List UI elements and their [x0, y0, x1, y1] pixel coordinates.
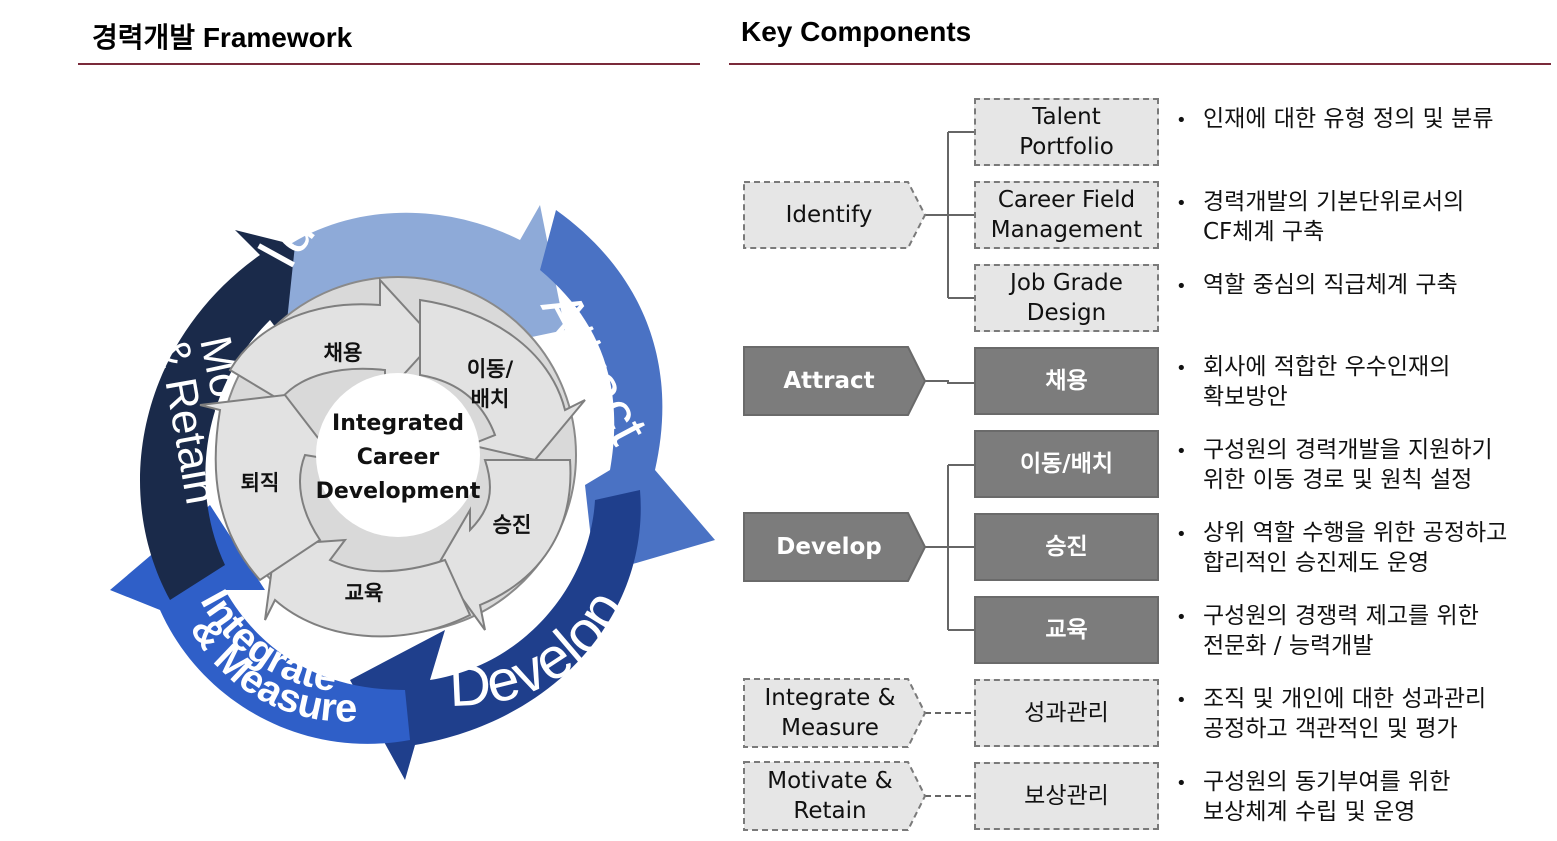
desc-talent-portfolio: 인재에 대한 유형 정의 및 분류	[1203, 104, 1493, 134]
component-promotion: 승진	[974, 513, 1159, 581]
bullet-dot: •	[1176, 276, 1187, 297]
component-job-grade: Job Grade Design	[974, 264, 1159, 332]
desc-promotion: 상위 역할 수행을 위한 공정하고 합리적인 승진제도 운영	[1203, 518, 1507, 578]
component-hiring: 채용	[974, 347, 1159, 415]
desc-career-field: 경력개발의 기본단위로서의 CF체계 구축	[1203, 187, 1464, 247]
bullet-dot: •	[1176, 773, 1187, 794]
component-career-field: Career Field Management	[974, 181, 1159, 249]
bullet-dot: •	[1176, 607, 1187, 628]
desc-hiring: 회사에 적합한 우수인재의 확보방안	[1203, 352, 1450, 412]
bullet-dot: •	[1176, 524, 1187, 545]
component-compensation: 보상관리	[974, 762, 1159, 830]
desc-compensation: 구성원의 동기부여를 위한 보상체계 수립 및 운영	[1203, 767, 1450, 827]
component-transfer: 이동/배치	[974, 430, 1159, 498]
bullet-dot: •	[1176, 441, 1187, 462]
desc-job-grade: 역할 중심의 직급체계 구축	[1203, 270, 1458, 300]
stage-motivate: Motivate & Retain	[744, 762, 916, 830]
bullet-dot: •	[1176, 193, 1187, 214]
stage-integrate: Integrate & Measure	[744, 679, 916, 747]
bullet-dot: •	[1176, 690, 1187, 711]
component-education: 교육	[974, 596, 1159, 664]
component-performance: 성과관리	[974, 679, 1159, 747]
stage-identify: Identify	[744, 182, 914, 248]
stage-attract: Attract	[744, 347, 914, 415]
bullet-dot: •	[1176, 358, 1187, 379]
desc-performance: 조직 및 개인에 대한 성과관리 공정하고 객관적인 및 평가	[1203, 684, 1486, 744]
desc-education: 구성원의 경쟁력 제고를 위한 전문화 / 능력개발	[1203, 601, 1479, 661]
stage-develop: Develop	[744, 513, 914, 581]
component-talent-portfolio: Talent Portfolio	[974, 98, 1159, 166]
bullet-dot: •	[1176, 110, 1187, 131]
desc-transfer: 구성원의 경력개발을 지원하기 위한 이동 경로 및 원칙 설정	[1203, 435, 1493, 495]
